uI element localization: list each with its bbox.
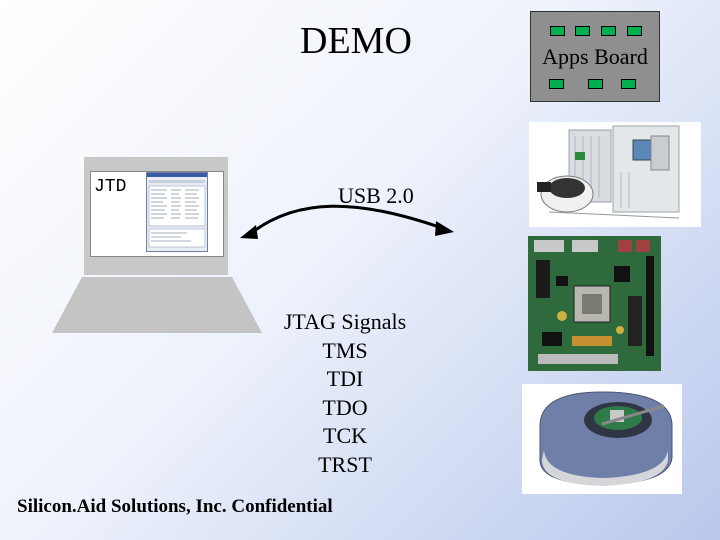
laptop-keyboard-base <box>52 277 262 333</box>
chip-icon <box>549 79 564 89</box>
signal-item: TRST <box>318 451 372 477</box>
tester-equipment-photo <box>529 122 701 227</box>
chip-icon <box>601 26 616 36</box>
footer-confidential: Silicon.Aid Solutions, Inc. Confidential <box>17 496 333 517</box>
slide-title: DEMO <box>300 20 412 62</box>
apps-board-label: Apps Board <box>542 44 648 69</box>
jtag-signal-list: JTAG Signals TMS TDI TDO TCK TRST <box>270 308 420 479</box>
software-window-thumbnail <box>146 172 208 252</box>
laptop-screen-label: JTD <box>94 177 127 197</box>
software-window-icon <box>147 173 207 248</box>
device-socket-photo <box>522 384 682 494</box>
usb-label: USB 2.0 <box>338 183 414 208</box>
signal-heading: JTAG Signals <box>283 309 407 334</box>
chip-icon <box>627 26 642 36</box>
signal-item: TDI <box>326 366 364 391</box>
chip-icon <box>575 26 590 36</box>
usb-connection-arrow <box>240 204 454 239</box>
signal-item: TDO <box>322 394 368 420</box>
signal-item: TCK <box>323 423 367 448</box>
apps-board-diagram: Apps Board <box>530 11 660 102</box>
chip-icon <box>550 26 565 36</box>
chip-icon <box>621 79 636 89</box>
signal-item: TMS <box>322 337 368 363</box>
chip-icon <box>588 79 603 89</box>
circuit-board-photo <box>528 236 661 371</box>
